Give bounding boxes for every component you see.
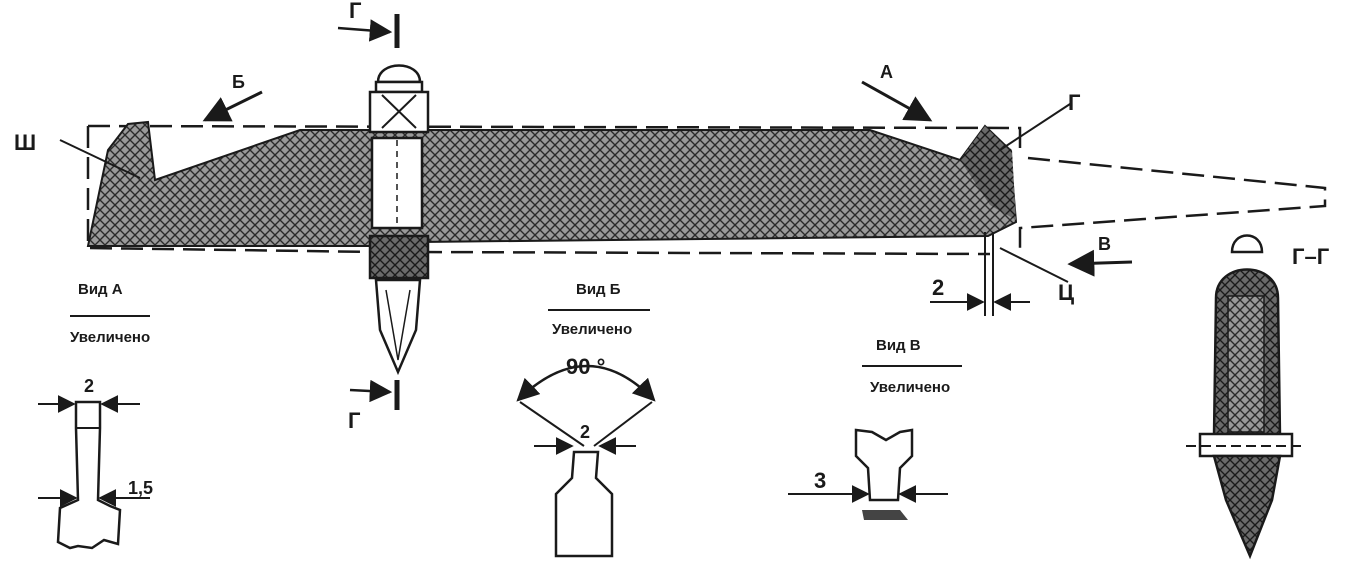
view-a: Вид А Увеличено 2 1,5 (38, 281, 153, 550)
file-body (86, 120, 1018, 247)
view-v-title: Вид В (876, 337, 921, 354)
view-a-dim-top: 2 (84, 376, 94, 396)
section-label-bottom: Г (348, 408, 361, 433)
view-v-subtitle: Увеличено (870, 379, 950, 396)
part-label-g: Г (1068, 90, 1081, 115)
view-b-subtitle: Увеличено (552, 321, 632, 338)
section-gg-label: Г–Г (1292, 244, 1330, 269)
arrow-v-line (1067, 249, 1133, 277)
dashed-extension (1018, 156, 1327, 256)
part-label-ts: Ц (1058, 280, 1074, 305)
part-label-sh: Ш (14, 130, 36, 155)
section-gg (1186, 234, 1306, 560)
arrow-a-line (861, 80, 933, 122)
view-v: Вид В Увеличено 3 (788, 337, 962, 520)
arrow-a-label: А (880, 62, 893, 82)
main-assembly: Г Г Б А В Ш Г Ц Г–Г 2 (14, 0, 1330, 433)
arrow-v-label: В (1098, 234, 1111, 254)
arrow-b-label: Б (232, 72, 245, 92)
section-label-top: Г (349, 0, 362, 23)
view-a-title: Вид А (78, 281, 123, 298)
view-b-title: Вид Б (576, 281, 621, 298)
view-b-angle: 90 ° (566, 354, 605, 379)
view-b-dim: 2 (580, 422, 590, 442)
gap-dimension: 2 (932, 275, 944, 300)
view-b: Вид Б Увеличено 90 ° 2 (516, 281, 656, 558)
view-v-dim: 3 (814, 468, 826, 493)
view-a-subtitle: Увеличено (70, 329, 150, 346)
arrow-b-line (202, 90, 263, 122)
screw-handle (368, 64, 430, 376)
view-a-dim-side: 1,5 (128, 478, 153, 498)
